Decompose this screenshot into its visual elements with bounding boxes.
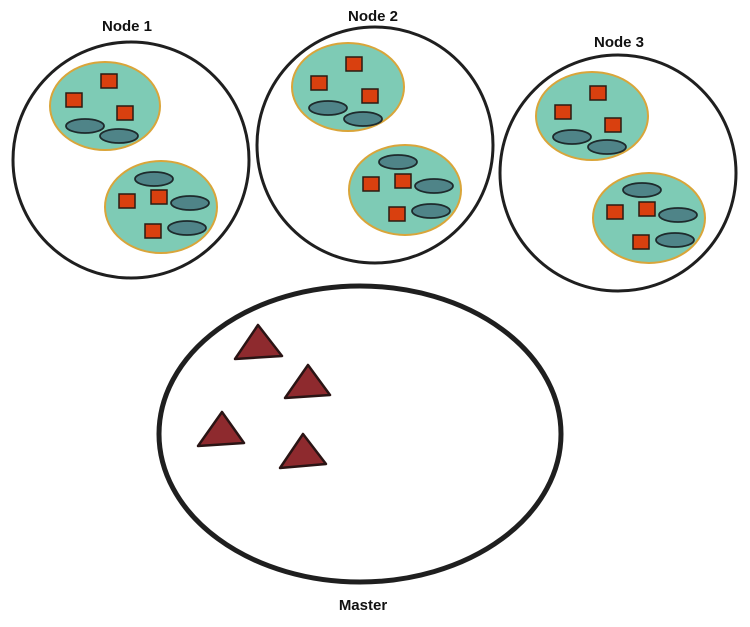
container-square [116,105,134,121]
volume-oval [411,203,451,219]
node-2: Node 2 [255,8,495,265]
container-square [604,117,622,133]
node-3-label: Node 3 [594,34,644,51]
volume-oval [167,220,207,236]
container-square [361,88,379,104]
container-square [589,85,607,101]
master-circle [156,283,564,585]
volume-oval [378,154,418,170]
node-1-pod-1 [49,61,161,151]
node-2-pod-1 [291,42,405,132]
container-square [606,204,624,220]
volume-oval [587,139,627,155]
volume-oval [134,171,174,187]
container-square [388,206,406,222]
node-1: Node 1 [11,18,251,280]
node-3-pod-2 [592,172,706,264]
container-square [554,104,572,120]
volume-oval [622,182,662,198]
node-1-pod-2 [104,160,218,254]
node-3: Node 3 [498,34,738,293]
master: Master [156,283,564,614]
container-square [118,193,136,209]
node-2-pod-2 [348,144,462,236]
node-3-pod-1 [535,71,649,161]
container-square [310,75,328,91]
volume-oval [99,128,139,144]
container-square [632,234,650,250]
container-square [638,201,656,217]
container-square [100,73,118,89]
node-1-label: Node 1 [102,18,152,35]
node-2-label: Node 2 [348,8,398,25]
container-square [65,92,83,108]
volume-oval [308,100,348,116]
control-plane-triangle [278,432,328,470]
container-square [394,173,412,189]
volume-oval [414,178,454,194]
control-plane-triangle [233,323,284,361]
volume-oval [170,195,210,211]
control-plane-triangle [196,410,246,448]
volume-oval [343,111,383,127]
container-square [144,223,162,239]
container-square [150,189,168,205]
volume-oval [655,232,695,248]
control-plane-triangle [283,363,332,400]
master-label: Master [339,597,388,614]
volume-oval [658,207,698,223]
container-square [345,56,363,72]
container-square [362,176,380,192]
volume-oval [552,129,592,145]
volume-oval [65,118,105,134]
